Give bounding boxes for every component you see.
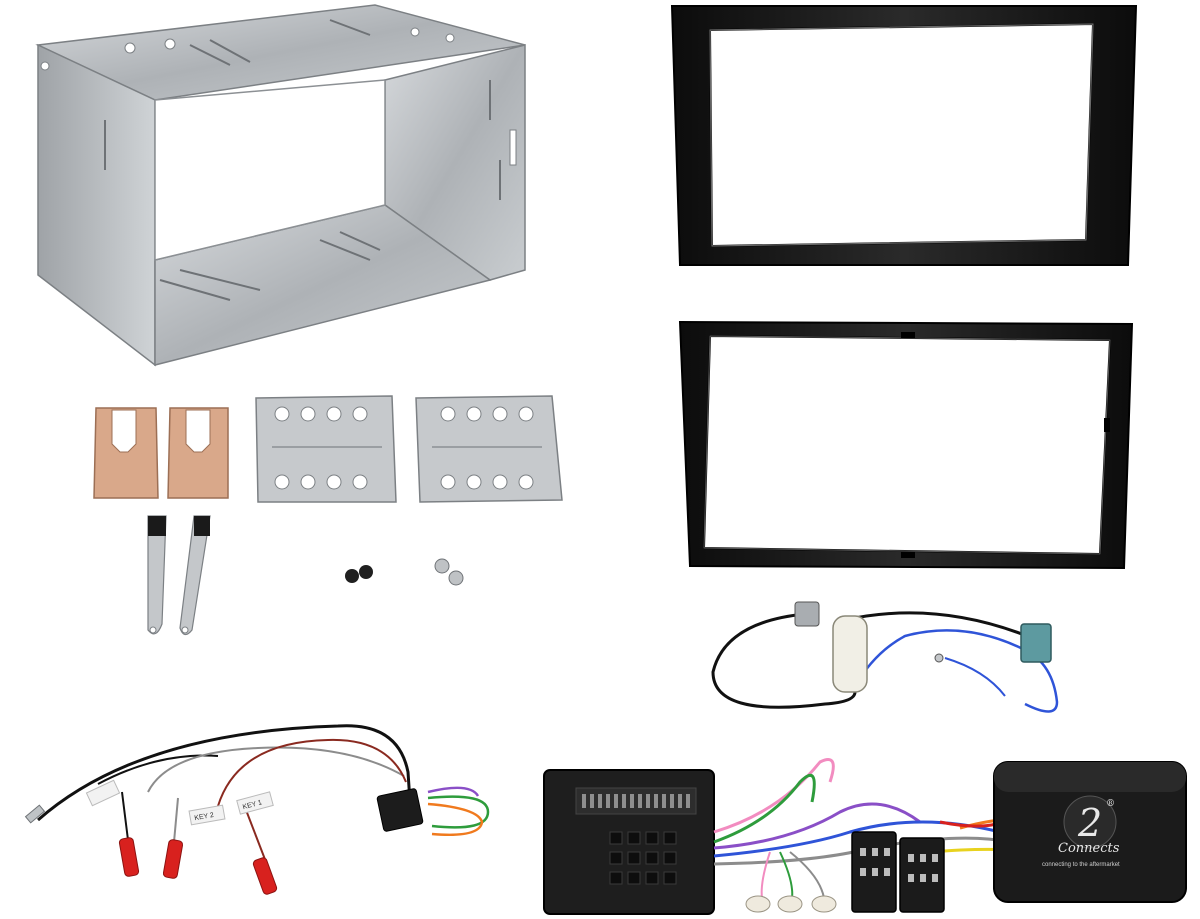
- fascia-outer: [668, 0, 1140, 272]
- fascia-frame-icon: [678, 320, 1134, 570]
- copper-clips: [88, 404, 238, 504]
- metal-cage-icon: [35, 4, 526, 367]
- brand-registered: ®: [1106, 799, 1115, 809]
- key1-label: KEY 1: [242, 799, 263, 811]
- fascia-inner: [676, 318, 1136, 573]
- screw-icon: [345, 558, 464, 586]
- key-icon: [147, 515, 211, 636]
- bracket-icon: [255, 395, 563, 503]
- fascia-frame-icon: [670, 5, 1138, 266]
- steering-interface: 2 ® Connects connecting to the aftermark…: [540, 752, 1192, 918]
- metal-cage: [30, 0, 530, 367]
- patch-lead-icon: KEY 2 KEY 1: [24, 724, 490, 895]
- antenna-cable-icon: [711, 601, 1059, 713]
- brand-name: Connects: [1058, 841, 1120, 856]
- interface-box-icon: 2 ® Connects connecting to the aftermark…: [543, 758, 1187, 915]
- screws: [336, 550, 476, 590]
- brand-tagline: connecting to the aftermarket: [1042, 862, 1120, 868]
- brand-mark: 2: [1077, 801, 1102, 845]
- release-keys: [134, 512, 220, 644]
- clip-icon: [93, 407, 229, 499]
- side-brackets: [252, 392, 568, 508]
- steering-patch-lead: KEY 2 KEY 1: [18, 712, 498, 902]
- antenna-adapter: [705, 592, 1067, 728]
- key2-label: KEY 2: [194, 812, 215, 822]
